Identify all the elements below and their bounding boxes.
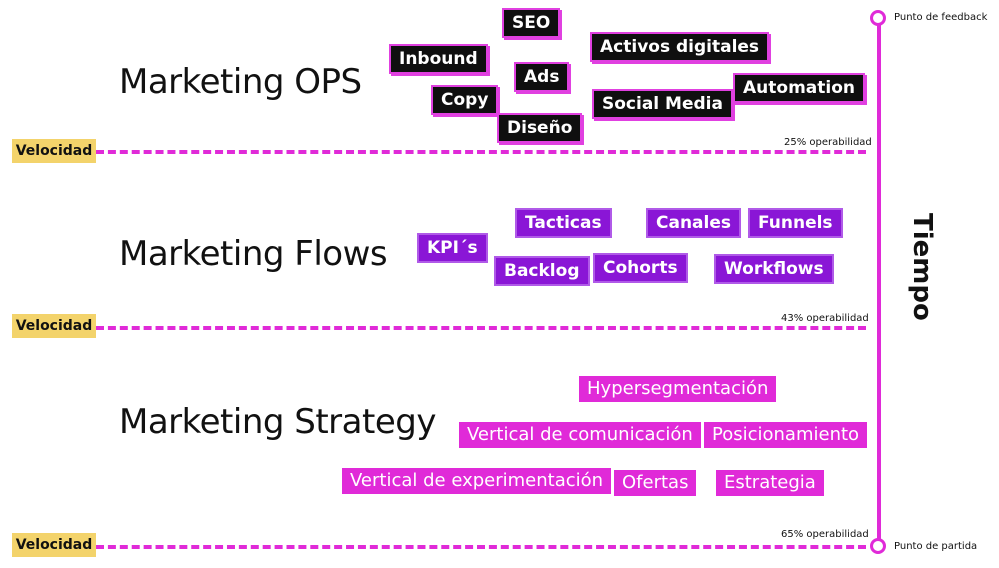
speed-divider-flows xyxy=(96,326,866,330)
strategy-tag-estrategia: Estrategia xyxy=(716,470,824,496)
operabilidad-strategy: 65% operabilidad xyxy=(781,529,869,540)
timeline-axis xyxy=(877,18,881,546)
ops-tag-ads: Ads xyxy=(514,62,570,92)
timeline-bottom-label: Punto de partida xyxy=(894,541,978,552)
strategy-tag-posicionamiento: Posicionamiento xyxy=(704,422,868,448)
ops-tag-copy: Copy xyxy=(431,85,499,115)
ops-tag-automation: Automation xyxy=(733,73,865,103)
timeline-top-label: Punto de feedback xyxy=(894,12,988,23)
strategy-tag-ofertas: Ofertas xyxy=(614,470,697,496)
flow-tag-cohorts: Cohorts xyxy=(593,253,688,283)
strategy-tag-vertical-experimentacion: Vertical de experimentación xyxy=(342,468,612,494)
ops-tag-diseno: Diseño xyxy=(497,113,583,143)
speed-divider-ops xyxy=(96,150,866,154)
flow-tag-workflows: Workflows xyxy=(714,254,834,284)
start-node-icon xyxy=(870,538,886,554)
section-title-ops: Marketing OPS xyxy=(119,62,362,102)
ops-tag-activos-digitales: Activos digitales xyxy=(590,32,770,62)
section-title-flows: Marketing Flows xyxy=(119,234,388,274)
strategy-tag-hypersegmentacion: Hypersegmentación xyxy=(579,376,777,402)
ops-tag-inbound: Inbound xyxy=(389,44,488,74)
operabilidad-flows: 43% operabilidad xyxy=(781,313,869,324)
ops-tag-social-media: Social Media xyxy=(592,89,733,119)
ops-tag-seo: SEO xyxy=(502,8,561,38)
timeline-axis-label: Tiempo xyxy=(907,213,937,321)
velocidad-label-ops: Velocidad xyxy=(12,139,96,163)
flow-tag-backlog: Backlog xyxy=(494,256,590,286)
flow-tag-canales: Canales xyxy=(646,208,741,238)
flow-tag-tacticas: Tacticas xyxy=(515,208,612,238)
velocidad-label-flows: Velocidad xyxy=(12,314,96,338)
flow-tag-kpis: KPI´s xyxy=(417,233,488,263)
velocidad-label-strategy: Velocidad xyxy=(12,533,96,557)
feedback-node-icon xyxy=(870,10,886,26)
section-title-strategy: Marketing Strategy xyxy=(119,402,436,442)
flow-tag-funnels: Funnels xyxy=(748,208,843,238)
operabilidad-ops: 25% operabilidad xyxy=(784,137,872,148)
strategy-tag-vertical-comunicacion: Vertical de comunicación xyxy=(459,422,701,448)
speed-divider-strategy xyxy=(96,545,866,549)
